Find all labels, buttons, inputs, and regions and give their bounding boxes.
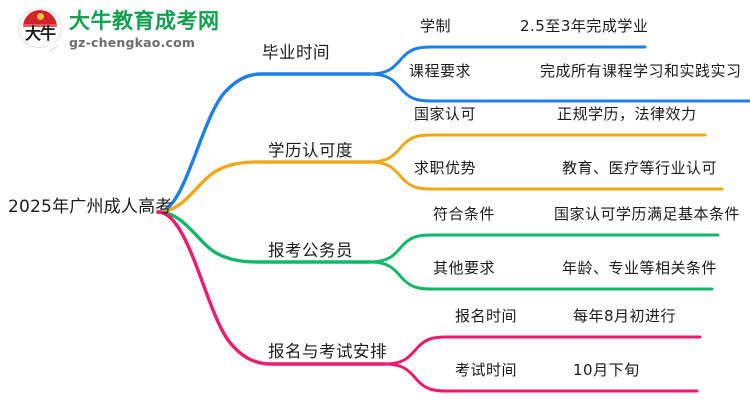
leaf-key-3-1[interactable]: 考试时间 [455,361,518,379]
logo-text-block: 大牛教育成考网 gz-chengkao.com [69,10,220,49]
branch-connector-3 [156,210,702,393]
logo-mark-text: 大牛 [24,24,56,43]
logo-title: 大牛教育成考网 [69,9,220,34]
leaf-key-3-0[interactable]: 报名时间 [455,307,518,325]
leaf-value-1-0[interactable]: 正规学历，法律效力 [557,105,697,123]
site-logo: 大牛 大牛教育成考网 gz-chengkao.com [18,8,220,52]
root-node-label[interactable]: 2025年广州成人高考 [8,197,173,217]
logo-bubble-icon: 大牛 [18,8,62,52]
branch-connector-1 [156,133,724,214]
branch-label-0[interactable]: 毕业时间 [262,43,330,62]
leaf-key-2-0[interactable]: 符合条件 [433,205,496,223]
branch-label-3[interactable]: 报名与考试安排 [268,342,387,361]
leaf-key-0-0[interactable]: 学制 [420,17,452,35]
branch-connector-2 [156,210,720,291]
leaf-key-0-1[interactable]: 课程要求 [409,62,472,80]
branch-label-1[interactable]: 学历认可度 [268,141,353,160]
leaf-value-3-0[interactable]: 每年8月初进行 [573,307,677,325]
leaf-value-0-1[interactable]: 完成所有课程学习和实践实习 [540,62,742,80]
leaf-value-2-0[interactable]: 国家认可学历满足基本条件 [554,205,741,223]
leaf-value-0-0[interactable]: 2.5至3年完成学业 [520,17,649,35]
leaf-value-2-1[interactable]: 年龄、专业等相关条件 [562,259,718,277]
logo-red-cap-icon [23,10,57,27]
logo-domain: gz-chengkao.com [69,34,196,50]
leaf-key-1-0[interactable]: 国家认可 [414,105,477,123]
leaf-key-1-1[interactable]: 求职优势 [414,159,477,177]
leaf-value-3-1[interactable]: 10月下旬 [573,361,640,379]
branch-connector-0 [156,45,750,214]
leaf-key-2-1[interactable]: 其他要求 [433,259,496,277]
branch-label-2[interactable]: 报考公务员 [268,241,353,260]
leaf-value-1-1[interactable]: 教育、医疗等行业认可 [562,159,718,177]
logo-bubble-tail-icon [48,38,57,52]
